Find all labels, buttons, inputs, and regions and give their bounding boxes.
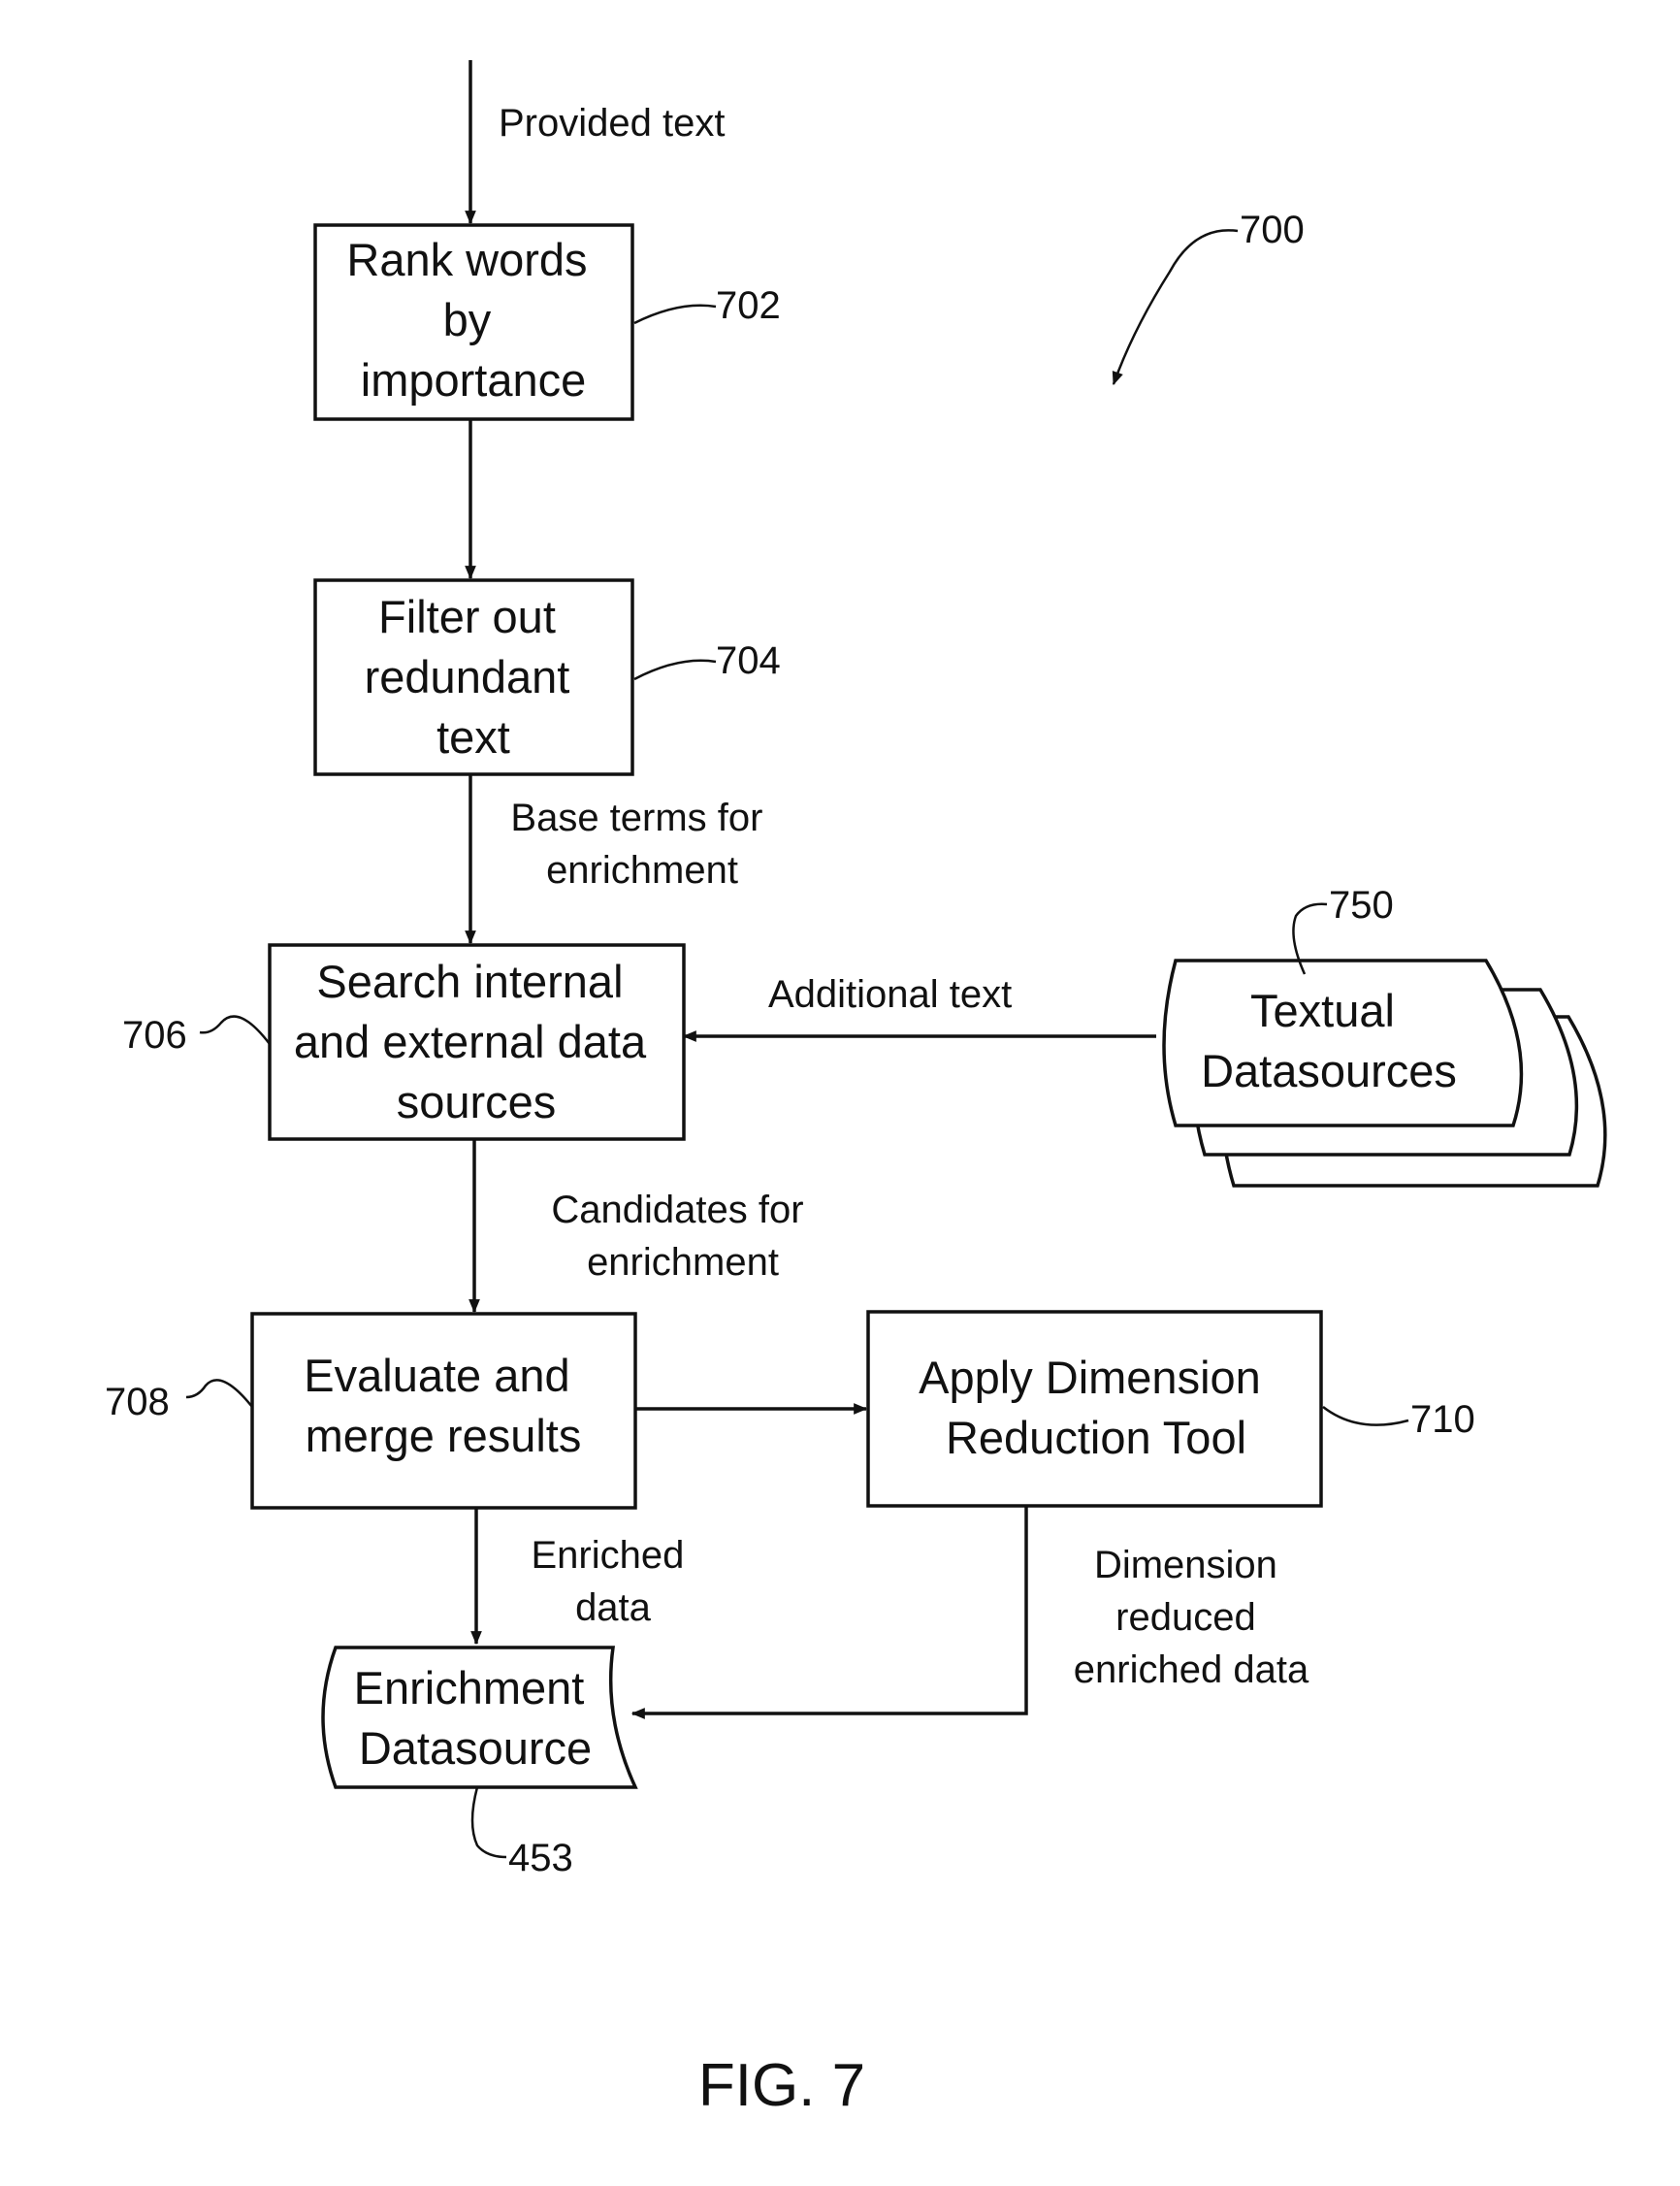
enriched-data-label: Enriched data [532,1534,695,1629]
leader-710 [1323,1407,1408,1425]
dimension-reduced-label: Dimension reduced enriched data [1074,1544,1309,1691]
pointer-700 [1114,230,1238,384]
dimension-reduction-box [868,1312,1321,1506]
ref-710: 710 [1410,1398,1475,1441]
additional-text-label: Additional text [768,973,1012,1016]
leader-708 [186,1380,252,1407]
figure-caption: FIG. 7 [698,2052,865,2119]
ref-750: 750 [1329,884,1394,927]
ref-706: 706 [122,1014,187,1057]
ref-702: 702 [716,284,781,327]
leader-702 [634,306,716,323]
leader-453 [472,1787,506,1857]
candidates-label: Candidates for enrichment [551,1189,814,1284]
ref-708: 708 [105,1381,170,1423]
leader-706 [200,1017,270,1044]
leader-704 [634,661,716,679]
base-terms-label: Base terms for enrichment [510,797,773,892]
ref-453: 453 [508,1837,573,1879]
ref-700: 700 [1240,209,1305,251]
provided-text-label: Provided text [499,102,725,145]
ref-704: 704 [716,639,781,682]
